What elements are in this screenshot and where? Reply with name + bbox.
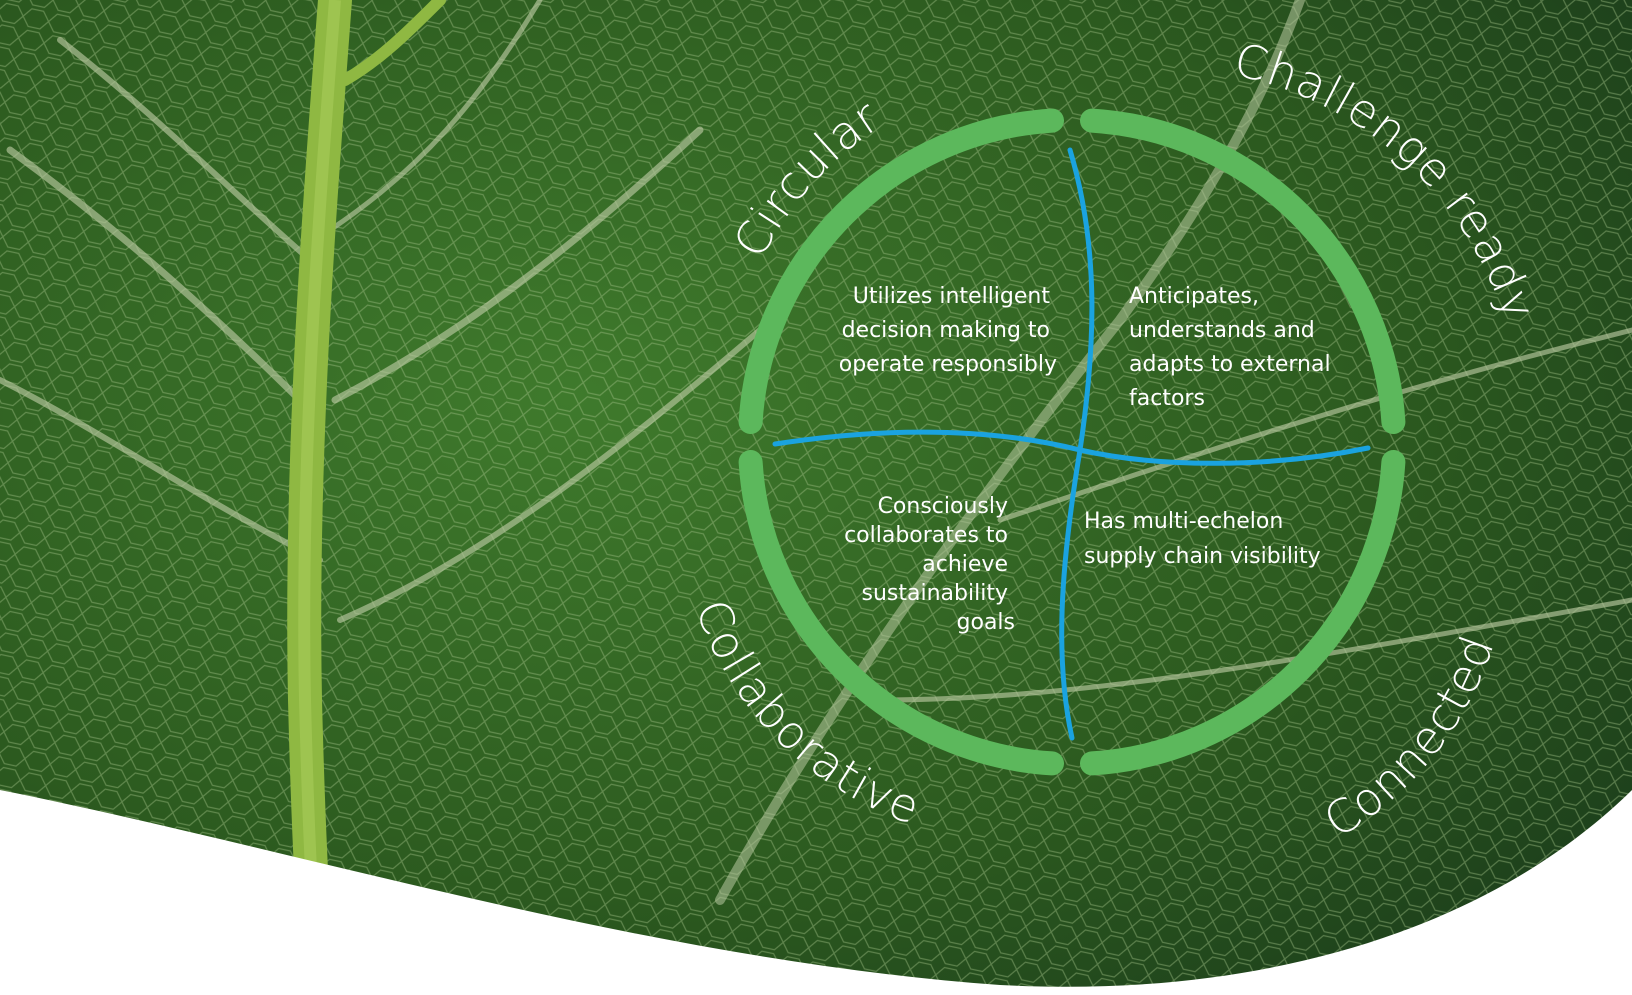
quadrant-bottom-right-line: Has multi-echelon — [1084, 509, 1283, 534]
ring-arc-bottom-left — [738, 450, 1064, 776]
quadrant-top-left-line: Utilizes intelligent — [853, 284, 1051, 309]
quadrant-bottom-right-line: supply chain visibility — [1084, 544, 1321, 569]
quadrant-bottom-left-line: achieve — [922, 552, 1008, 577]
quadrant-top-left-line: operate responsibly — [839, 352, 1057, 377]
quadrant-bottom-left-line: collaborates to — [844, 523, 1008, 548]
quadrant-bottom-left-line: goals — [957, 610, 1015, 635]
ring-arc-top-right — [1080, 108, 1406, 434]
quadrant-bottom-left-line: Consciously — [878, 494, 1008, 519]
ring-arc-top-left — [738, 108, 1064, 434]
quadrant-top-right-line: adapts to external — [1129, 352, 1331, 377]
quadrant-top-right-line: understands and — [1129, 318, 1315, 343]
horizontal-divider — [772, 429, 1371, 466]
quadrant-top-left-text: Utilizes intelligent decision making to … — [839, 284, 1057, 377]
quadrant-top-right-line: Anticipates, — [1129, 284, 1259, 309]
quadrant-bottom-left-line: sustainability — [862, 581, 1008, 606]
quadrant-bottom-left-text: Consciously collaborates to achieve sust… — [844, 494, 1015, 635]
quadrant-top-left-line: decision making to — [842, 318, 1050, 343]
quadrant-top-right-text: Anticipates, understands and adapts to e… — [1129, 284, 1338, 411]
quadrant-bottom-right-text: Has multi-echelon supply chain visibilit… — [1084, 509, 1321, 569]
ring-arc-bottom-right — [1080, 450, 1406, 776]
quadrant-top-right-line: factors — [1129, 386, 1205, 411]
bottom-wave — [0, 790, 1632, 995]
